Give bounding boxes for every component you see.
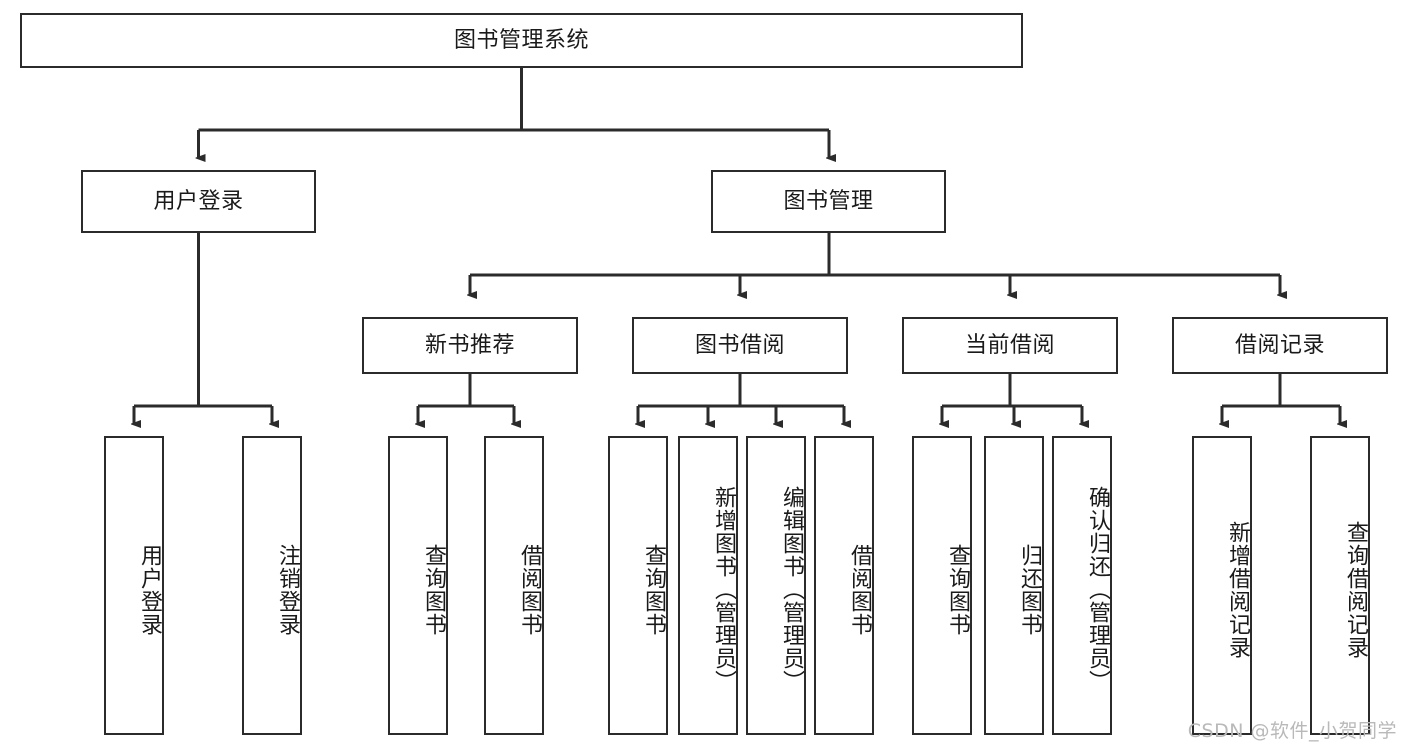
node-root-system[interactable]: 图书管理系统 — [20, 13, 1023, 68]
leaf-edit-book-admin[interactable]: 编辑图书（管理员） — [746, 436, 806, 735]
leaf-query-borrow-record[interactable]: 查询借阅记录 — [1310, 436, 1370, 735]
leaf-query-books-current[interactable]: 查询图书 — [912, 436, 972, 735]
leaf-confirm-return-admin[interactable]: 确认归还（管理员） — [1052, 436, 1112, 735]
leaf-query-books-recommend[interactable]: 查询图书 — [388, 436, 448, 735]
leaf-add-book-admin[interactable]: 新增图书（管理员） — [678, 436, 738, 735]
node-new-book-recommendation[interactable]: 新书推荐 — [362, 317, 578, 374]
watermark-text: CSDN @软件_小贺同学 — [1187, 720, 1397, 742]
leaf-logout[interactable]: 注销登录 — [242, 436, 302, 735]
node-borrowing-records[interactable]: 借阅记录 — [1172, 317, 1388, 374]
node-user-login[interactable]: 用户登录 — [81, 170, 316, 233]
node-current-borrowing[interactable]: 当前借阅 — [902, 317, 1118, 374]
leaf-add-borrow-record[interactable]: 新增借阅记录 — [1192, 436, 1252, 735]
leaf-query-books-borrow[interactable]: 查询图书 — [608, 436, 668, 735]
node-book-borrowing[interactable]: 图书借阅 — [632, 317, 848, 374]
leaf-return-books[interactable]: 归还图书 — [984, 436, 1044, 735]
leaf-borrow-books-recommend[interactable]: 借阅图书 — [484, 436, 544, 735]
node-book-management[interactable]: 图书管理 — [711, 170, 946, 233]
leaf-user-login[interactable]: 用户登录 — [104, 436, 164, 735]
leaf-borrow-books[interactable]: 借阅图书 — [814, 436, 874, 735]
